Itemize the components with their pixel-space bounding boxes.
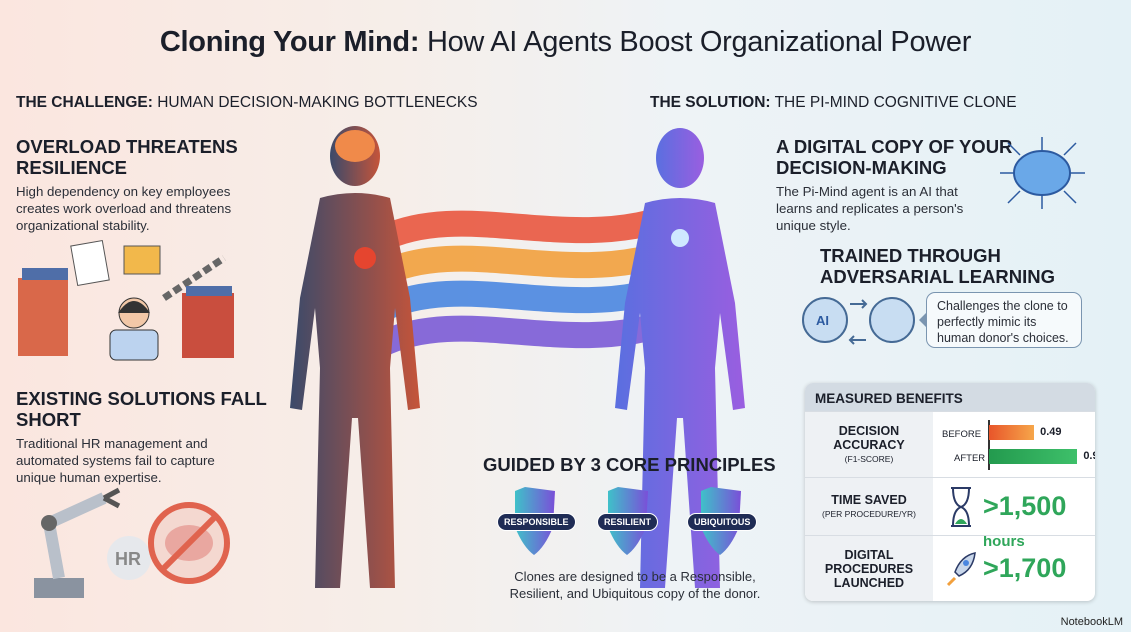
time-label: TIME SAVED bbox=[831, 492, 907, 507]
principle-shields-icon bbox=[515, 487, 741, 555]
procedures-label-2: PROCEDURES bbox=[824, 561, 914, 576]
time-saved-value: >1,500 hours bbox=[983, 491, 1095, 553]
before-bar bbox=[989, 425, 1035, 440]
existing-heading: EXISTING SOLUTIONS FALL SHORT bbox=[16, 388, 267, 430]
robot-arm-icon: HR bbox=[34, 487, 230, 598]
human-figure-icon bbox=[290, 126, 420, 588]
principles-text: Clones are designed to be a Responsible,… bbox=[509, 569, 761, 601]
procedures-value: >1,700 bbox=[983, 553, 1067, 583]
hourglass-icon bbox=[951, 487, 971, 527]
solution-header: THE SOLUTION: THE PI-MIND COGNITIVE CLON… bbox=[650, 94, 1017, 111]
principle-responsible: RESPONSIBLE bbox=[497, 513, 576, 531]
bar-axis bbox=[988, 420, 990, 470]
before-label: BEFORE bbox=[942, 429, 982, 440]
overload-illustration-icon bbox=[18, 239, 234, 361]
principles-heading: GUIDED BY 3 CORE PRINCIPLES bbox=[483, 454, 776, 475]
after-value: 0.96 bbox=[1083, 450, 1095, 462]
procedures-label: DIGITAL bbox=[844, 547, 894, 562]
existing-text: Traditional HR management and automated … bbox=[16, 436, 215, 485]
digital-copy-heading: A DIGITAL COPY OF YOUR DECISION-MAKING bbox=[776, 136, 1013, 178]
hr-label: HR bbox=[115, 549, 141, 569]
challenge-header: THE CHALLENGE: HUMAN DECISION-MAKING BOT… bbox=[16, 94, 478, 111]
after-label: AFTER bbox=[954, 453, 986, 464]
before-value: 0.49 bbox=[1040, 426, 1062, 438]
procedures-label-3: LAUNCHED bbox=[833, 575, 905, 590]
page-title: Cloning Your Mind: How AI Agents Boost O… bbox=[159, 26, 972, 58]
principle-ubiquitous: UBIQUITOUS bbox=[687, 513, 758, 531]
adversarial-learning-icon: AI bbox=[802, 297, 915, 345]
accuracy-label: DECISION bbox=[838, 423, 900, 438]
accuracy-label-2: ACCURACY bbox=[833, 437, 905, 452]
trained-heading: TRAINED THROUGH ADVERSARIAL LEARNING bbox=[820, 245, 1056, 287]
overload-heading: OVERLOAD THREATENS RESILIENCE bbox=[16, 136, 238, 178]
time-sub: (PER PROCEDURE/YR) bbox=[822, 508, 916, 519]
time-value: >1,500 bbox=[983, 491, 1067, 521]
accuracy-sub: (F1-SCORE) bbox=[844, 453, 894, 464]
adversarial-callout: Challenges the clone to perfectly mimic … bbox=[919, 292, 1082, 348]
brain-network-icon bbox=[1000, 137, 1085, 209]
ai-label: AI bbox=[816, 313, 829, 328]
overload-text: High dependency on key employees creates… bbox=[16, 184, 232, 233]
principle-resilient: RESILIENT bbox=[597, 513, 659, 531]
time-unit: hours bbox=[983, 533, 1025, 550]
rocket-icon bbox=[946, 552, 976, 587]
digital-copy-text: The Pi-Mind agent is an AI that learns a… bbox=[776, 184, 964, 233]
benefits-heading: MEASURED BENEFITS bbox=[805, 383, 1095, 411]
notebooklm-brand: NotebookLM bbox=[1060, 616, 1123, 628]
time-saved-row: TIME SAVED(PER PROCEDURE/YR) >1,500 hour… bbox=[805, 477, 1095, 550]
after-bar bbox=[989, 449, 1078, 464]
